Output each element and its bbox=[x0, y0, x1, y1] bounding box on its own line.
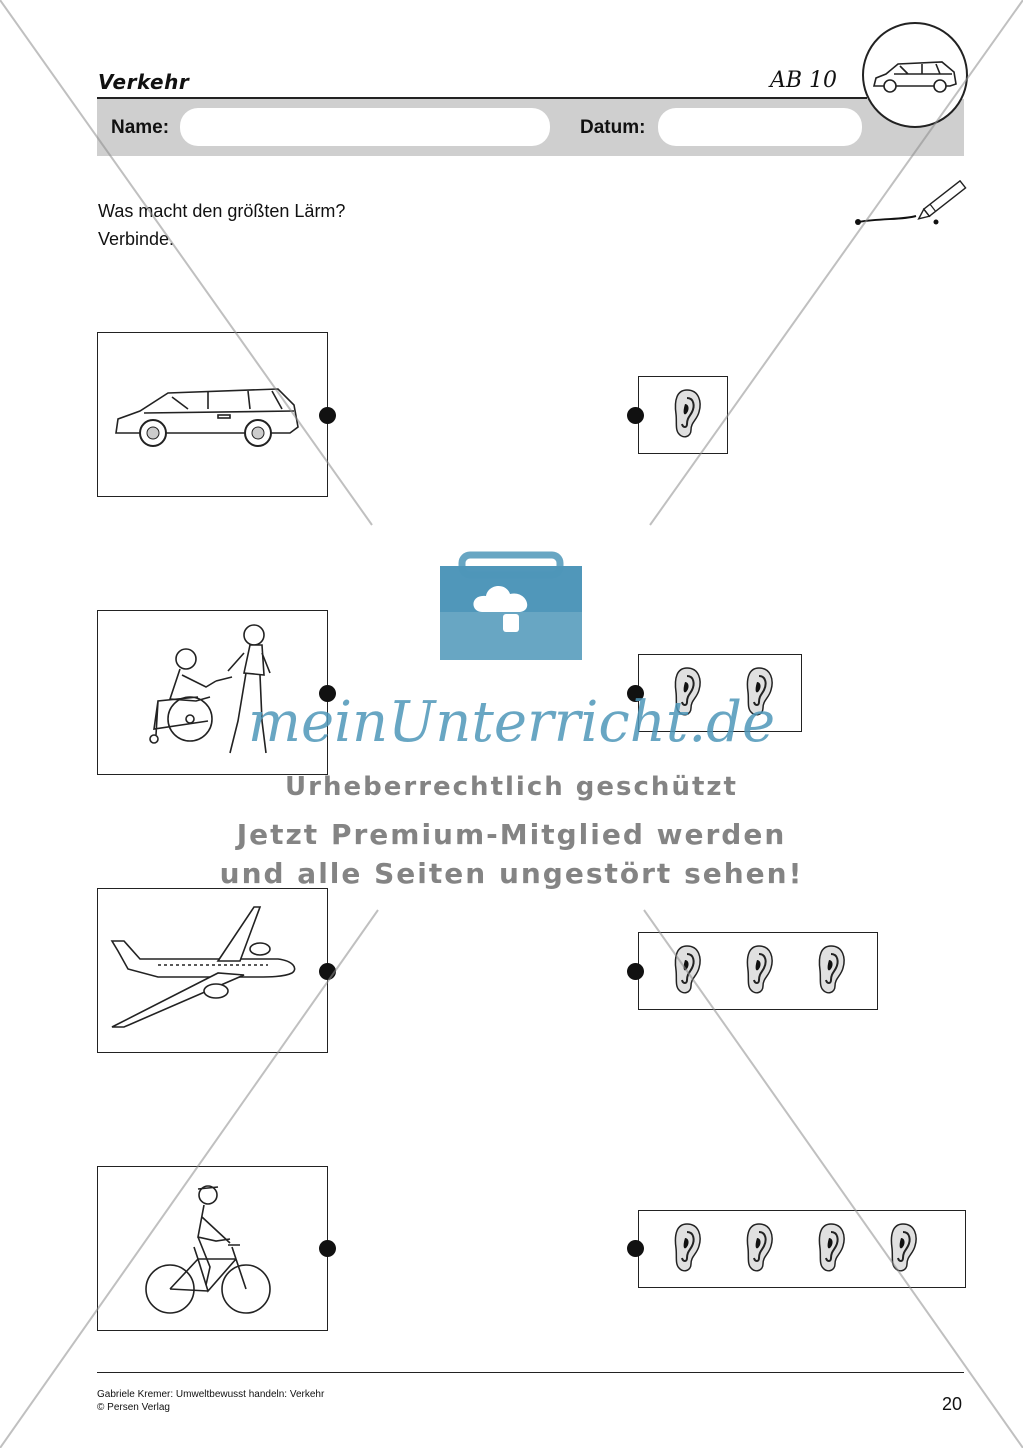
car-icon bbox=[115, 388, 299, 447]
task-instruction: Verbinde. bbox=[98, 229, 175, 249]
date-field[interactable] bbox=[658, 108, 862, 146]
task-question: Was macht den größten Lärm? bbox=[98, 201, 346, 221]
ear-icon bbox=[746, 667, 773, 716]
pencil-connect-icon bbox=[852, 179, 967, 230]
ear-icon bbox=[674, 1223, 701, 1272]
ear-icon bbox=[746, 1223, 773, 1272]
connect-dot-right-3[interactable] bbox=[627, 963, 644, 980]
connect-dot-left-2[interactable] bbox=[319, 685, 336, 702]
connect-dot-right-2[interactable] bbox=[627, 685, 644, 702]
bicycle-icon bbox=[145, 1185, 271, 1314]
watermark-logo-text: meinUnterricht.de bbox=[247, 690, 776, 755]
connect-dot-left-1[interactable] bbox=[319, 407, 336, 424]
date-label: Datum: bbox=[580, 117, 646, 138]
worksheet-topic: Verkehr bbox=[98, 70, 190, 94]
connect-dot-right-1[interactable] bbox=[627, 407, 644, 424]
picture-box-car bbox=[97, 332, 328, 497]
header-rule bbox=[97, 97, 867, 99]
connect-dot-left-3[interactable] bbox=[319, 963, 336, 980]
picture-box-airplane bbox=[97, 888, 328, 1053]
picture-box-wheelchair bbox=[97, 610, 328, 775]
wheelchair-pedestrian-icon bbox=[149, 624, 271, 754]
name-label: Name: bbox=[111, 117, 170, 138]
watermark-premium-line1: Jetzt Premium-Mitglied werden bbox=[236, 818, 787, 851]
ear-icon bbox=[674, 667, 701, 716]
picture-box-bicycle bbox=[97, 1166, 328, 1331]
footer-rule bbox=[97, 1372, 964, 1374]
ear-icon bbox=[818, 945, 845, 994]
ear-box-2 bbox=[638, 654, 802, 732]
ear-box-3 bbox=[638, 932, 878, 1010]
connect-dot-right-4[interactable] bbox=[627, 1240, 644, 1257]
watermark-copyright: Urheberrechtlich geschützt bbox=[285, 772, 738, 802]
briefcase-icon bbox=[440, 551, 582, 660]
name-field[interactable] bbox=[180, 108, 550, 146]
ear-icon bbox=[746, 945, 773, 994]
watermark-premium-line2: und alle Seiten ungestört sehen! bbox=[219, 857, 804, 890]
footer-publisher: © Persen Verlag bbox=[97, 1402, 170, 1413]
ear-icon bbox=[818, 1223, 845, 1272]
ear-icon bbox=[674, 945, 701, 994]
worksheet-code: AB 10 bbox=[770, 68, 838, 93]
airplane-icon bbox=[110, 906, 296, 1028]
page-number: 20 bbox=[942, 1394, 963, 1414]
connect-dot-left-4[interactable] bbox=[319, 1240, 336, 1257]
ear-icon bbox=[674, 389, 701, 438]
ear-box-4 bbox=[638, 1210, 966, 1288]
car-badge-icon bbox=[862, 22, 968, 128]
footer-credit: Gabriele Kremer: Umweltbewusst handeln: … bbox=[97, 1389, 325, 1400]
ear-box-1 bbox=[638, 376, 728, 454]
ear-icon bbox=[890, 1223, 917, 1272]
